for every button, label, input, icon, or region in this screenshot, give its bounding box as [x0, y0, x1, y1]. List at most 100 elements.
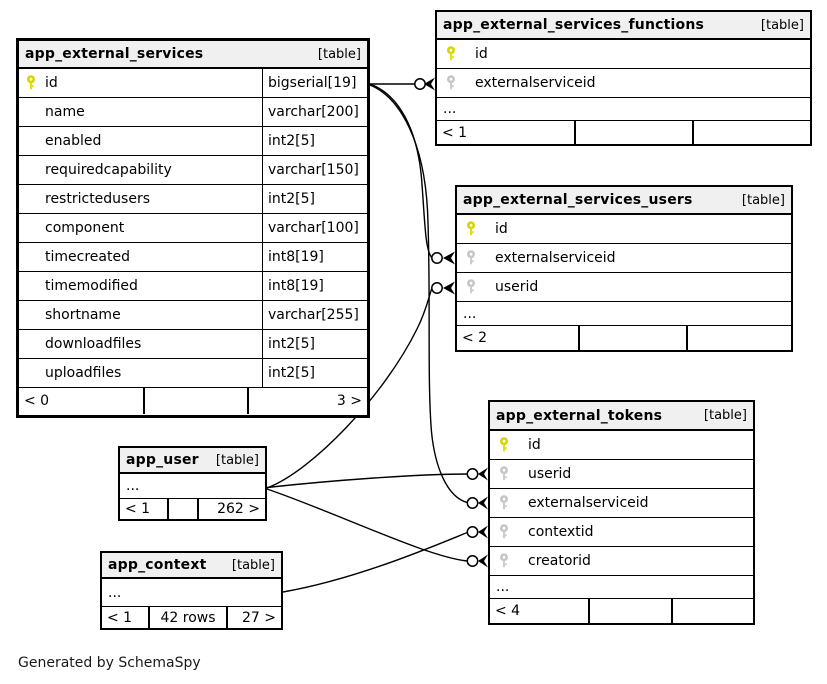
column-type: int8[19] [262, 243, 367, 271]
column-name: id [495, 221, 508, 237]
column-row: id [437, 40, 810, 69]
column-row: externalserviceid [457, 244, 791, 273]
footer-parents: < 0 [24, 393, 50, 409]
column-type: int8[19] [262, 272, 367, 300]
edge-services-to-tokens-externalserviceid [369, 84, 488, 510]
column-name: component [45, 220, 125, 236]
column-name: uploadfiles [45, 365, 122, 381]
column-name: enabled [45, 133, 102, 149]
foreign-key-icon [499, 553, 509, 568]
table-tag: [table] [703, 408, 747, 423]
column-row: id bigserial[19] [19, 69, 367, 98]
column-row: externalserviceid [437, 69, 810, 98]
primary-key-icon [446, 46, 456, 61]
table-title[interactable]: app_external_services [25, 46, 204, 62]
column-row: uploadfiles int2[5] [19, 359, 367, 388]
table-header[interactable]: app_external_services_users [table] [457, 187, 791, 215]
generator-caption: Generated by SchemaSpy [18, 655, 201, 671]
footer-rows [167, 499, 197, 519]
table-tag: [table] [231, 557, 275, 573]
table-app-external-services-functions[interactable]: app_external_services_functions [table] … [435, 10, 812, 146]
column-name: id [528, 437, 541, 453]
foreign-key-icon [499, 466, 509, 481]
column-row: creatorid [490, 547, 753, 576]
table-header[interactable]: app_external_services [table] [19, 41, 367, 69]
column-row: id [490, 431, 753, 460]
table-tag: [table] [317, 46, 361, 62]
column-name: creatorid [528, 553, 591, 569]
column-row: userid [490, 460, 753, 489]
table-title[interactable]: app_external_tokens [496, 407, 663, 424]
column-name: externalserviceid [495, 250, 616, 266]
table-footer: < 0 3 > [19, 388, 367, 414]
column-type: int2[5] [262, 127, 367, 155]
edge-context-to-tokens-contextid [282, 525, 488, 593]
footer-rows [588, 599, 671, 623]
foreign-key-icon [499, 495, 509, 510]
table-footer: < 1 42 rows 27 > [102, 607, 281, 628]
table-app-context[interactable]: app_context [table] ... < 1 42 rows 27 > [100, 551, 283, 630]
column-type: varchar[200] [262, 98, 367, 126]
column-row: name varchar[200] [19, 98, 367, 127]
table-title[interactable]: app_user [126, 452, 199, 468]
column-row: requiredcapability varchar[150] [19, 156, 367, 185]
hidden-columns-row: ... [490, 576, 753, 599]
edge-services-to-users-externalserviceid [369, 83, 455, 265]
footer-children [692, 121, 810, 144]
primary-key-icon [466, 221, 476, 236]
footer-parents: < 1 [442, 124, 468, 141]
column-name: externalserviceid [475, 75, 596, 91]
table-app-external-services[interactable]: app_external_services [table] id bigseri… [16, 38, 370, 418]
hidden-columns-row: ... [457, 302, 791, 326]
table-footer: < 1 262 > [120, 499, 265, 519]
column-row: userid [457, 273, 791, 302]
column-row: timemodified int8[19] [19, 272, 367, 301]
table-app-external-services-users[interactable]: app_external_services_users [table] id e… [455, 185, 793, 352]
footer-parents: < 4 [495, 603, 521, 619]
column-name: shortname [45, 307, 121, 323]
table-footer: < 2 [457, 326, 791, 350]
edge-user-to-tokens-creatorid [266, 488, 488, 568]
column-name: externalserviceid [528, 495, 649, 511]
table-title[interactable]: app_external_services_functions [443, 17, 705, 33]
column-name: id [45, 75, 58, 91]
column-row: downloadfiles int2[5] [19, 330, 367, 359]
footer-rows [578, 326, 686, 350]
table-app-external-tokens[interactable]: app_external_tokens [table] id userid ex… [488, 400, 755, 625]
column-name: name [45, 104, 85, 120]
hidden-columns-row: ... [437, 98, 810, 121]
hidden-columns-row: ... [120, 474, 265, 499]
table-header[interactable]: app_user [table] [120, 448, 265, 474]
column-row: shortname varchar[255] [19, 301, 367, 330]
column-row: timecreated int8[19] [19, 243, 367, 272]
footer-parents: < 2 [462, 330, 488, 346]
column-name: timemodified [45, 278, 138, 294]
column-type: varchar[100] [262, 214, 367, 242]
column-name: timecreated [45, 249, 130, 265]
table-header[interactable]: app_context [table] [102, 553, 281, 579]
table-tag: [table] [760, 17, 804, 33]
table-header[interactable]: app_external_services_functions [table] [437, 12, 810, 40]
table-tag: [table] [741, 192, 785, 208]
table-app-user[interactable]: app_user [table] ... < 1 262 > [118, 446, 267, 521]
footer-children [686, 326, 791, 350]
column-name: userid [528, 466, 572, 482]
foreign-key-icon [499, 524, 509, 539]
table-footer: < 4 [490, 599, 753, 623]
column-type: varchar[150] [262, 156, 367, 184]
edge-user-to-tokens-userid [266, 467, 488, 489]
column-name: userid [495, 279, 539, 295]
table-header[interactable]: app_external_tokens [table] [490, 402, 753, 431]
edge-services-to-functions [370, 77, 435, 91]
table-title[interactable]: app_external_services_users [463, 192, 693, 208]
column-row: enabled int2[5] [19, 127, 367, 156]
table-tag: [table] [215, 452, 259, 468]
column-type: int2[5] [262, 330, 367, 358]
primary-key-icon [499, 437, 509, 452]
footer-children [671, 599, 753, 623]
table-title[interactable]: app_context [108, 557, 207, 573]
footer-children: 262 > [197, 499, 265, 519]
footer-children: 27 > [226, 607, 281, 628]
column-name: requiredcapability [45, 162, 172, 178]
